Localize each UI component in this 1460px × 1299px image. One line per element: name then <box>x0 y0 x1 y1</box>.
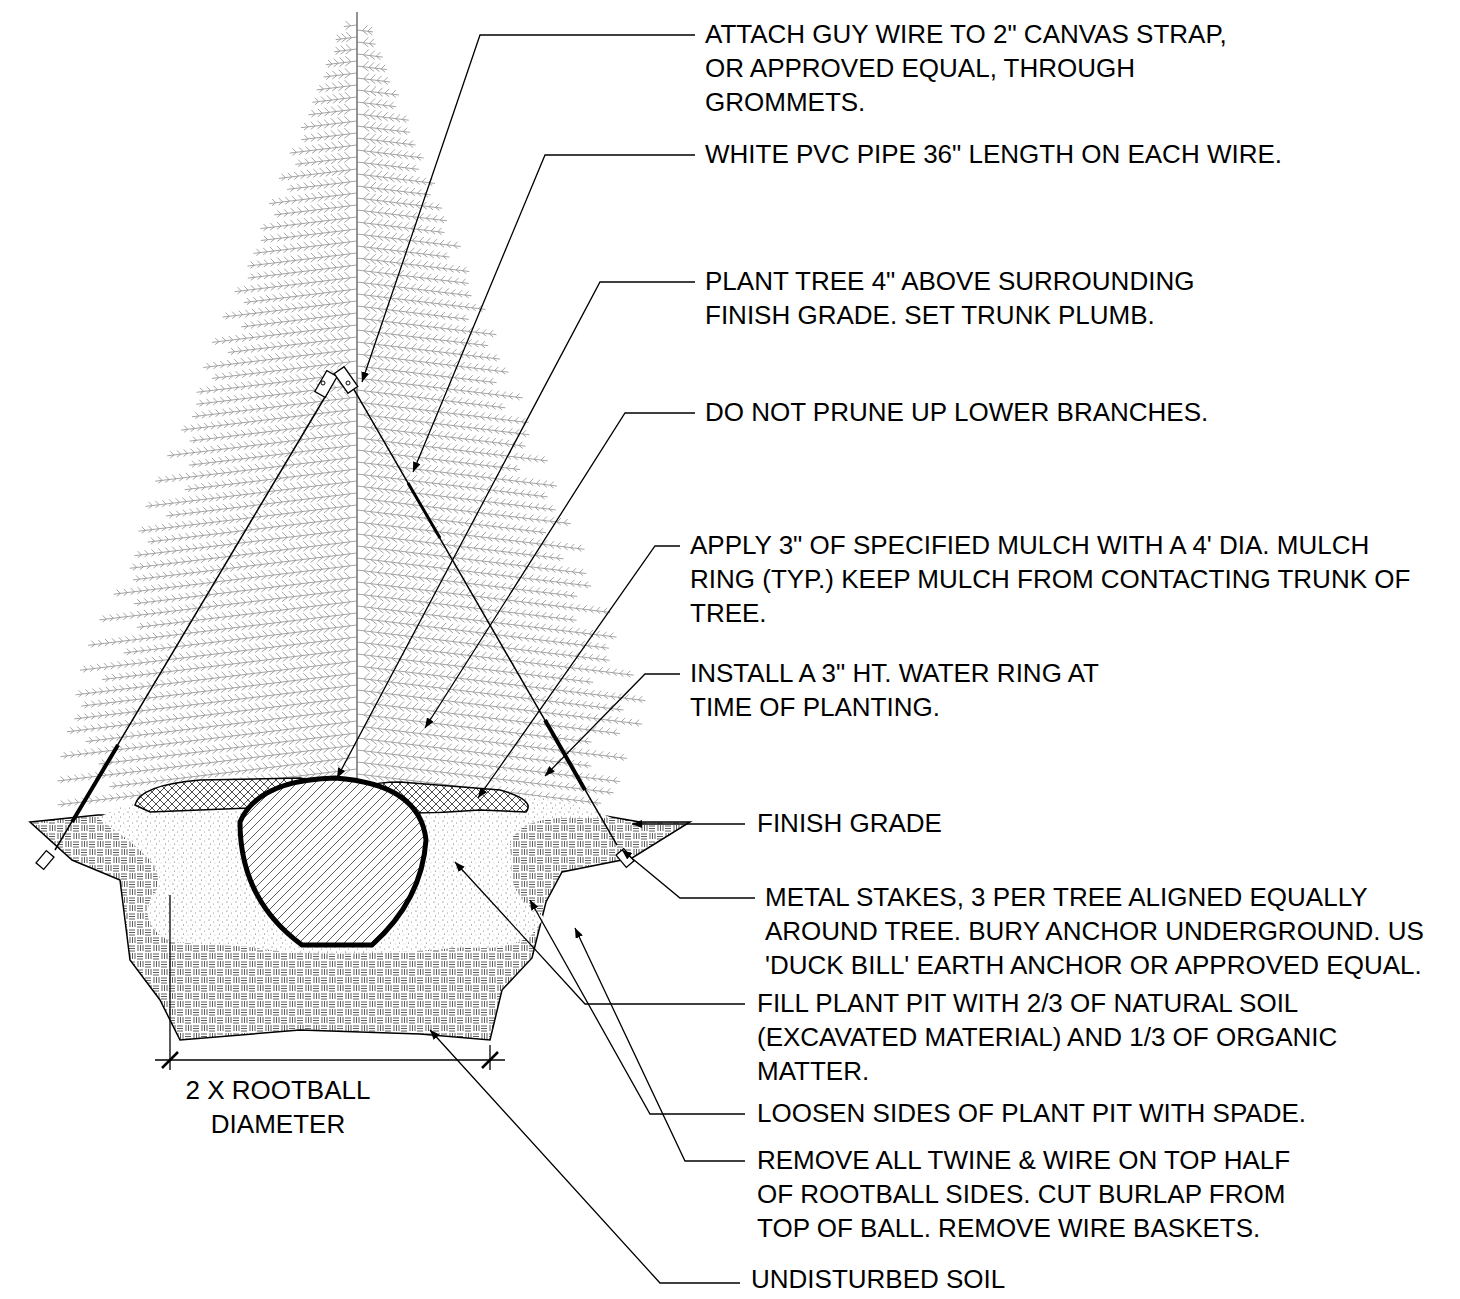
tree-branch <box>357 145 424 160</box>
tree-branch <box>139 500 358 533</box>
tree-branch <box>357 25 373 34</box>
tree-branch <box>274 200 357 217</box>
guy-wires <box>36 367 634 870</box>
callout-note: UNDISTURBED SOIL <box>751 1262 1005 1296</box>
tree-branch <box>357 61 387 72</box>
tree-branch <box>167 428 357 458</box>
tree-branch <box>357 433 548 463</box>
tree-branch <box>324 68 357 79</box>
tree-branch <box>357 265 469 286</box>
tree-branch <box>261 224 357 243</box>
tree-branch <box>344 21 357 30</box>
tree-branch <box>357 73 390 84</box>
tree-branch <box>357 469 548 499</box>
tree-branch <box>357 505 546 535</box>
tree-branch <box>357 217 445 235</box>
callout-note: REMOVE ALL TWINE & WIRE ON TOP HALF OF R… <box>757 1143 1317 1245</box>
tree-branch <box>155 452 357 483</box>
tree-branch <box>357 49 383 59</box>
callout-note: ATTACH GUY WIRE TO 2" CANVAS STRAP, OR A… <box>705 17 1265 119</box>
tree-branch <box>357 85 399 97</box>
tree-branch <box>260 212 357 231</box>
callout-note: FILL PLANT PIT WITH 2/3 OF NATURAL SOIL … <box>757 986 1347 1088</box>
tree-branch <box>357 277 472 298</box>
tree-branch <box>295 152 357 167</box>
callout-note: PLANT TREE 4" ABOVE SURROUNDING FINISH G… <box>705 264 1225 332</box>
tree-branch <box>357 157 419 172</box>
tree-branch <box>124 620 358 655</box>
tree-branch <box>357 517 585 552</box>
tree-branch <box>357 589 577 623</box>
callout-note: METAL STAKES, 3 PER TREE ALIGNED EQUALLY… <box>765 880 1451 982</box>
tree-branch <box>357 361 497 385</box>
tree-branch <box>334 44 357 54</box>
tree-branch <box>357 133 416 147</box>
tree-branch <box>357 553 591 588</box>
callout-note: LOOSEN SIDES OF PLANT PIT WITH SPADE. <box>757 1096 1306 1130</box>
tree-branch <box>308 104 357 117</box>
dimension-label: 2 X ROOTBALL DIAMETER <box>178 1073 378 1141</box>
tree-branch <box>357 457 557 488</box>
callout-note: FINISH GRADE <box>757 806 942 840</box>
tree-branch <box>130 536 357 570</box>
callout-note: DO NOT PRUNE UP LOWER BRANCHES. <box>705 395 1208 429</box>
tree-branch <box>317 80 357 92</box>
callout-note: INSTALL A 3" HT. WATER RING AT TIME OF P… <box>690 656 1140 724</box>
tree-branch <box>357 301 469 322</box>
tree-branch <box>137 596 357 630</box>
tree-branch <box>290 140 357 155</box>
tree-branch <box>134 572 357 606</box>
callout-note: WHITE PVC PIPE 36" LENGTH ON EACH WIRE. <box>705 137 1282 171</box>
tree-branch <box>357 565 577 599</box>
tree-branch <box>241 308 357 329</box>
tree-branch <box>357 121 410 135</box>
tree-branch <box>248 248 358 268</box>
tree-branch <box>357 169 435 186</box>
rootball <box>240 778 426 945</box>
tree-branch <box>235 272 358 294</box>
tree-branch <box>357 38 376 48</box>
tree-branch <box>287 176 357 192</box>
tree-branch <box>248 260 357 280</box>
tree-branch <box>269 188 357 206</box>
tree-branch <box>148 512 357 544</box>
tree-branch <box>244 284 357 305</box>
tree-branch <box>357 241 450 259</box>
tree-foliage <box>57 21 645 807</box>
tree-branch <box>312 92 357 105</box>
tree-branch <box>357 109 409 122</box>
dimension-line <box>155 895 505 1070</box>
tree-branch <box>357 97 396 109</box>
tree-branch <box>133 548 357 582</box>
tree-branch <box>336 32 357 42</box>
tree-branch <box>301 128 357 142</box>
tree-branch <box>357 541 586 576</box>
tree-branch <box>301 116 357 130</box>
tree-branch <box>357 253 469 274</box>
tree-branch <box>279 164 357 181</box>
tree-branch <box>326 56 357 67</box>
tree-branch <box>357 193 442 210</box>
tree-branch <box>357 205 447 223</box>
callout-note: APPLY 3" OF SPECIFIED MULCH WITH A 4' DI… <box>690 528 1420 630</box>
